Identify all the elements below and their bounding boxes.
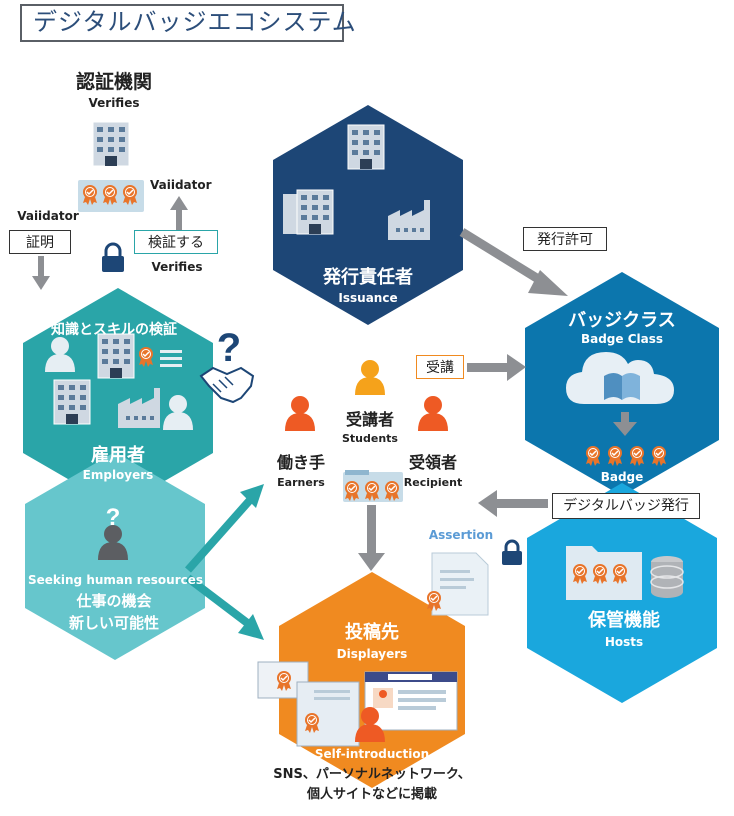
earners-label-jp: 働き手 xyxy=(276,453,325,472)
lock-icon xyxy=(502,539,522,565)
earner-person-icon xyxy=(285,396,315,431)
seeking-line2: 仕事の機会 xyxy=(76,592,152,610)
self-intro-label: Self-introduction xyxy=(314,747,430,761)
arrow-issue xyxy=(478,490,548,517)
issuer-label-jp: 発行責任者 xyxy=(323,267,413,288)
validator-left-label: Vaiidator xyxy=(17,209,79,223)
certifier-building-icon xyxy=(92,121,130,167)
displayers-caption-1: SNS、パーソナルネットワーク、 xyxy=(273,767,471,782)
question-icon: ? xyxy=(106,504,121,531)
employers-heading: 知識とスキルの検証 xyxy=(51,322,177,338)
validator-right-label: Vaiidator xyxy=(150,178,212,192)
employers-label-jp: 雇用者 xyxy=(91,445,145,466)
student-person-icon xyxy=(355,360,385,395)
certifier-label-en: Verifies xyxy=(88,96,140,110)
permit-box: 発行許可 xyxy=(523,227,607,251)
arrow-down-displayers xyxy=(358,505,385,571)
employers-hex xyxy=(23,288,213,508)
arrow-verify xyxy=(170,196,188,230)
recipient-person-icon xyxy=(418,396,448,431)
arrow-permit xyxy=(459,228,568,296)
assertion-document-icon xyxy=(426,552,489,616)
verify-box: 検証する xyxy=(134,230,218,254)
prove-box: 証明 xyxy=(9,230,71,254)
document-lines xyxy=(160,350,182,353)
employer-building-icon xyxy=(97,333,135,379)
earners-label-en: Earners xyxy=(277,476,325,489)
recipient-label-en: Recipient xyxy=(403,476,463,489)
seeking-line3: 新しい可能性 xyxy=(68,614,159,632)
arrow-teal-down xyxy=(185,574,264,640)
employer-building-icon xyxy=(53,379,91,425)
database-icon xyxy=(650,556,684,598)
enroll-box: 受講 xyxy=(416,355,464,379)
cloud-book-icon xyxy=(566,352,674,404)
issuer-building-icon xyxy=(283,189,334,235)
document-icon xyxy=(296,681,360,747)
arrow-teal-up xyxy=(185,484,264,573)
recipient-label-jp: 受領者 xyxy=(408,453,457,472)
arrow-enroll xyxy=(467,354,526,381)
displayers-label-jp: 投稿先 xyxy=(345,622,399,643)
badge-class-label-jp: バッジクラス xyxy=(568,310,676,331)
lock-icon xyxy=(102,242,124,272)
displayers-label-en: Displayers xyxy=(336,647,408,661)
assertion-label: Assertion xyxy=(428,528,494,542)
issuer-hex xyxy=(273,105,463,325)
page-title: デジタルバッジエコシステム xyxy=(33,8,357,36)
students-label-en: Students xyxy=(342,432,398,445)
browser-window-icon xyxy=(364,671,458,731)
issuer-label-en: Issuance xyxy=(338,291,398,305)
issuer-building-icon xyxy=(347,124,385,170)
question-icon: ? xyxy=(217,326,241,370)
hosts-label-jp: 保管機能 xyxy=(588,610,660,631)
issue-box: デジタルバッジ発行 xyxy=(552,493,700,519)
arrow-badge-class-down xyxy=(613,412,637,436)
arrow-prove xyxy=(32,256,50,290)
folder-icon xyxy=(566,546,642,600)
hosts-label-en: Hosts xyxy=(604,635,644,649)
seeking-line1: Seeking human resources xyxy=(28,573,204,587)
students-label-jp: 受講者 xyxy=(345,410,394,429)
badge-label: Badge xyxy=(600,470,644,484)
employers-label-en: Employers xyxy=(82,468,154,482)
title-box xyxy=(20,4,344,42)
badge-class-label-en: Badge Class xyxy=(580,332,664,346)
verifies-label: Verifies xyxy=(151,260,203,274)
handshake-icon xyxy=(199,366,255,404)
certifier-label-jp: 認証機関 xyxy=(75,71,152,93)
displayers-caption-2: 個人サイトなどに掲載 xyxy=(306,787,437,802)
